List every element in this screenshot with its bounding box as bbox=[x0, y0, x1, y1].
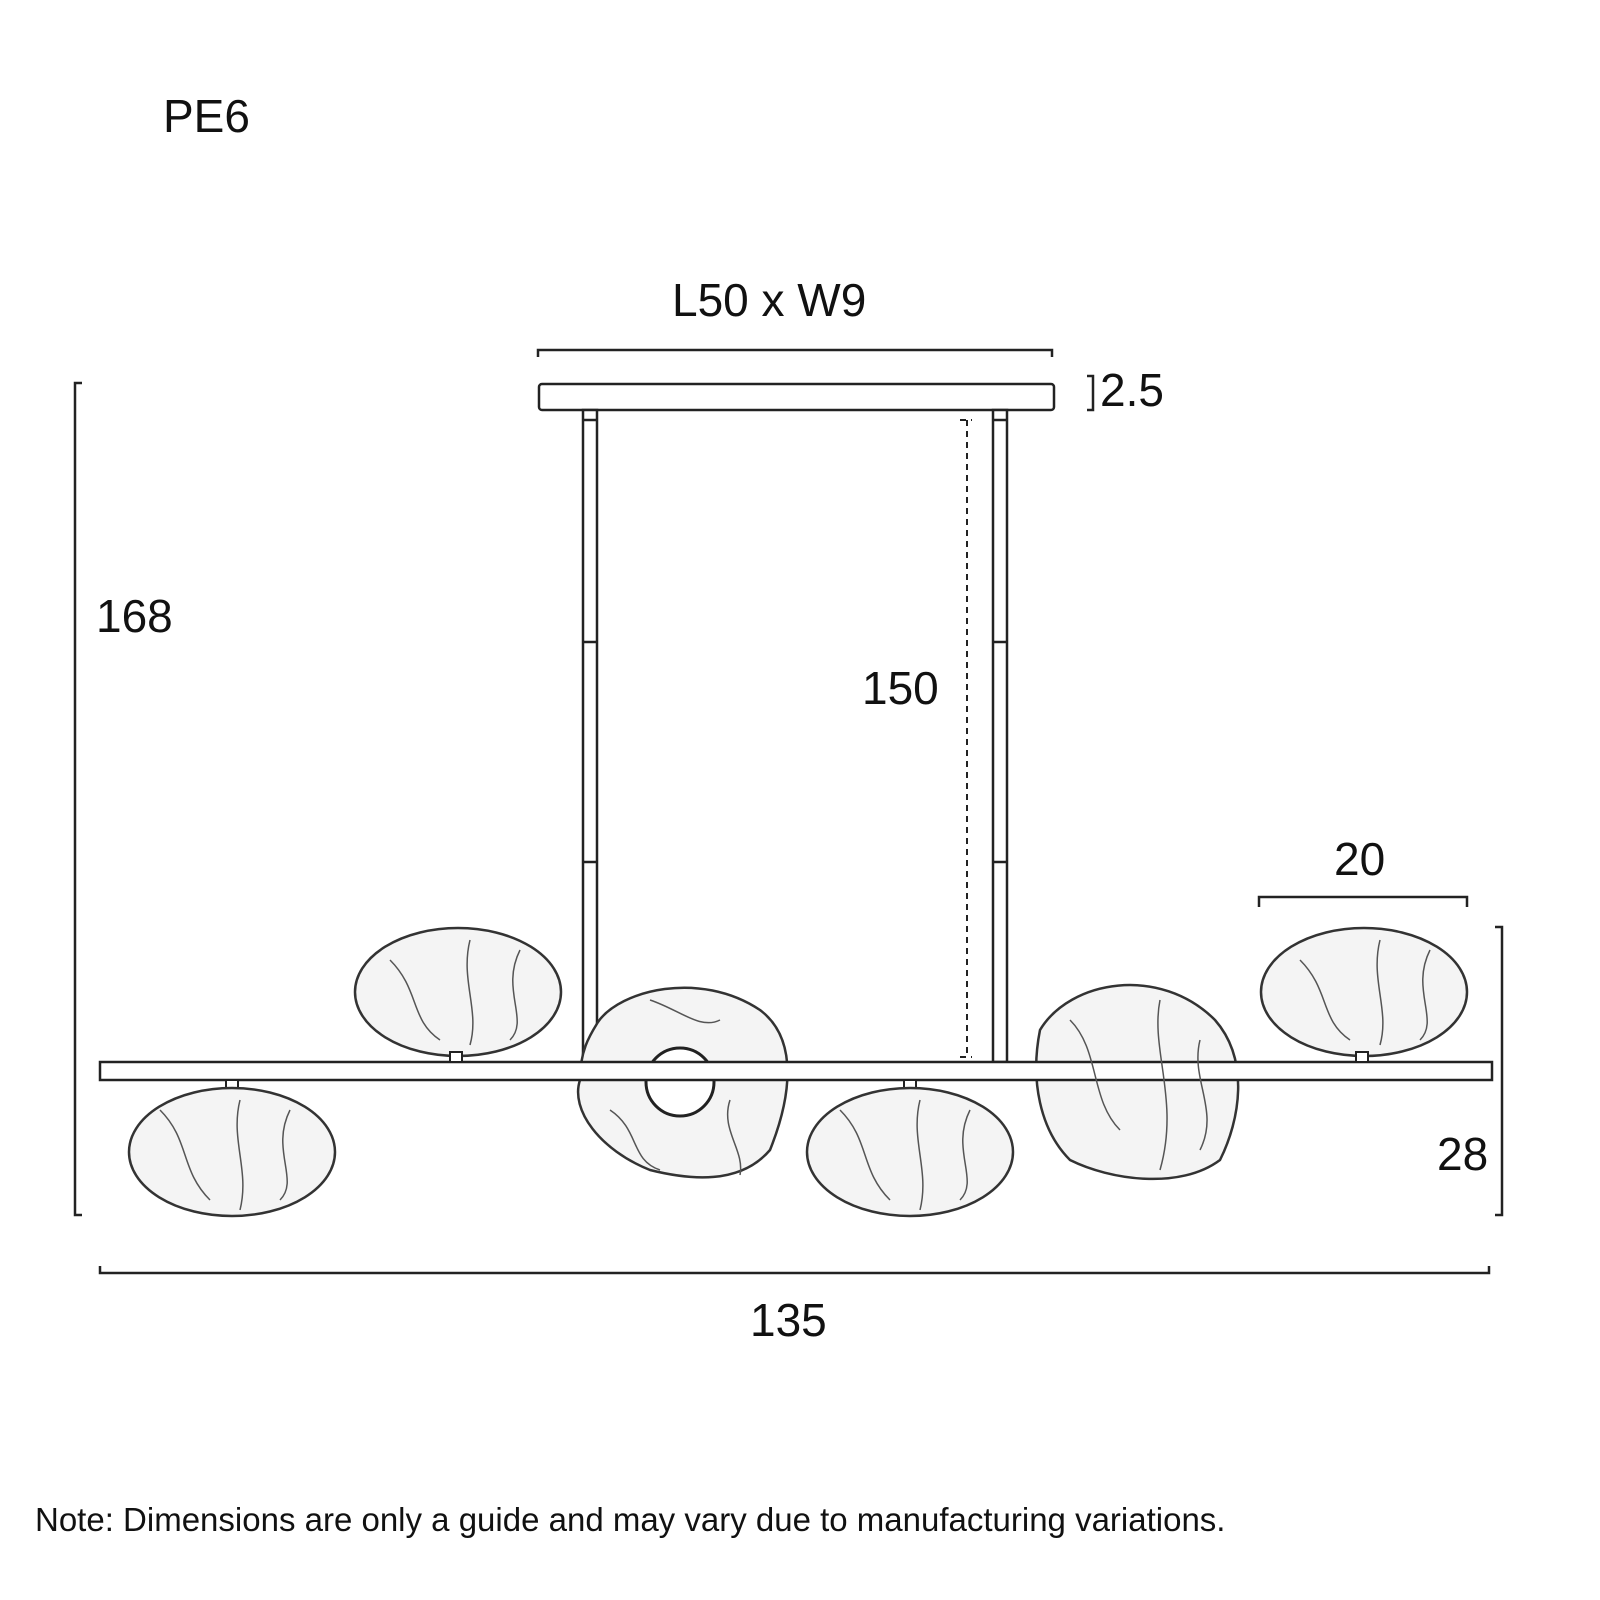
shade-width-bracket bbox=[1257, 895, 1469, 907]
shade-height-bracket bbox=[1495, 925, 1504, 1217]
canopy-width-bracket bbox=[536, 348, 1054, 357]
glass-shade bbox=[805, 1086, 1015, 1218]
glass-shade bbox=[1259, 926, 1469, 1058]
horizontal-bar bbox=[98, 1060, 1494, 1082]
drop-label: 150 bbox=[862, 662, 939, 714]
shade-width-label: 20 bbox=[1334, 833, 1385, 885]
disclaimer-note: Note: Dimensions are only a guide and ma… bbox=[35, 1501, 1225, 1538]
canopy bbox=[537, 382, 1056, 412]
suspension-rod-right bbox=[991, 408, 1009, 1064]
glass-shade bbox=[1035, 983, 1240, 1181]
canopy-height-bracket bbox=[1087, 374, 1095, 412]
glass-shade bbox=[353, 926, 563, 1058]
canopy-dimension-label: L50 x W9 bbox=[672, 274, 866, 326]
shade-height-label: 28 bbox=[1437, 1128, 1488, 1180]
overall-height-bracket bbox=[73, 381, 82, 1217]
model-label: PE6 bbox=[163, 90, 250, 142]
drop-dimension-line bbox=[960, 419, 972, 1058]
overall-height-label: 168 bbox=[96, 590, 173, 642]
shade-opening bbox=[644, 1046, 716, 1118]
suspension-rod-left bbox=[581, 408, 599, 1064]
overall-length-label: 135 bbox=[750, 1294, 827, 1346]
overall-length-bracket bbox=[98, 1266, 1491, 1275]
glass-shade bbox=[127, 1086, 337, 1218]
canopy-height-label: 2.5 bbox=[1100, 364, 1164, 416]
